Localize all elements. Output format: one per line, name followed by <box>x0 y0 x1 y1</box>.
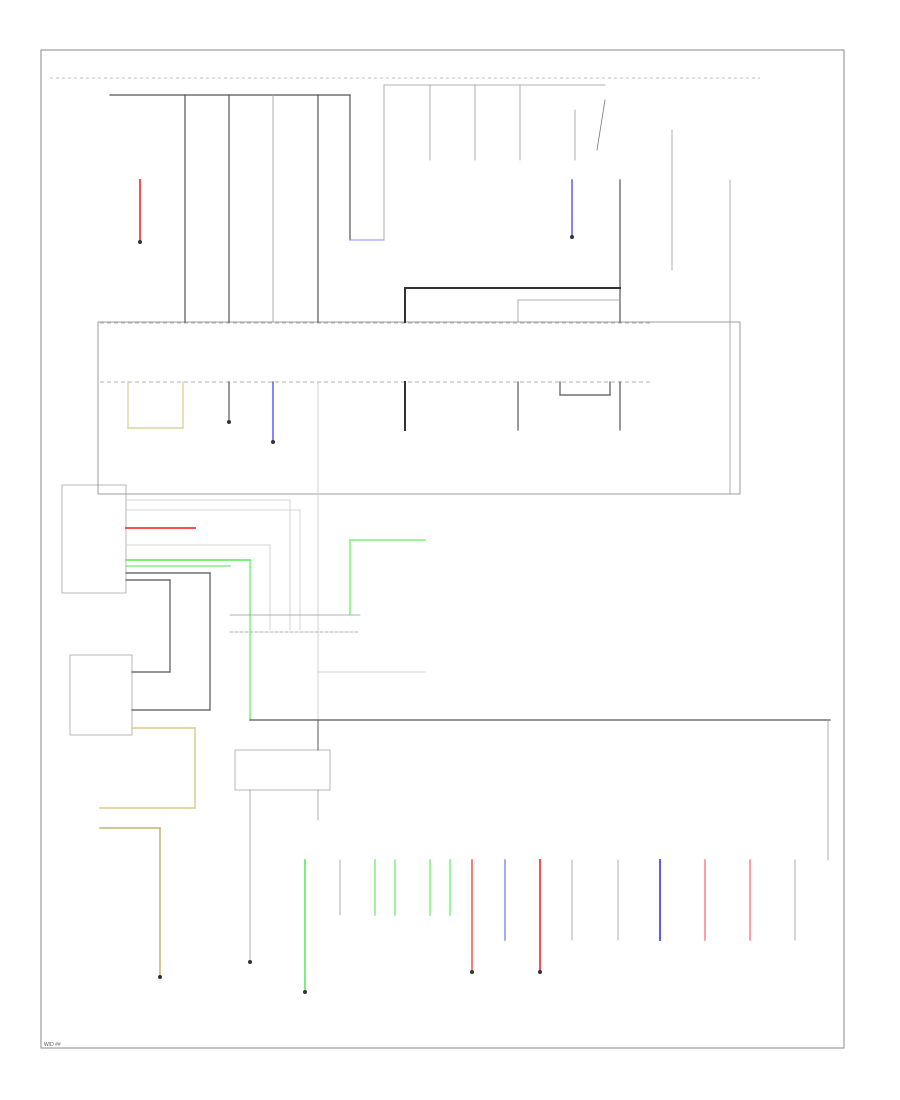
connector-dot <box>138 240 142 244</box>
connector-dot <box>470 970 474 974</box>
fuse-box-outline <box>97 321 741 495</box>
connector-dot <box>538 970 542 974</box>
connector-dot <box>248 960 252 964</box>
connector-dot <box>271 440 275 444</box>
connector-dot <box>570 235 574 239</box>
relay-box-outline <box>234 749 331 791</box>
switch-box-outline <box>69 654 133 736</box>
wire-switch-arm <box>596 99 606 151</box>
ecu-module-outline <box>61 484 127 594</box>
connector-dot <box>227 420 231 424</box>
diagram-frame <box>40 49 845 1049</box>
connector-dot <box>303 990 307 994</box>
footer-code: W/D ## <box>44 1042 61 1048</box>
connector-dot <box>158 975 162 979</box>
